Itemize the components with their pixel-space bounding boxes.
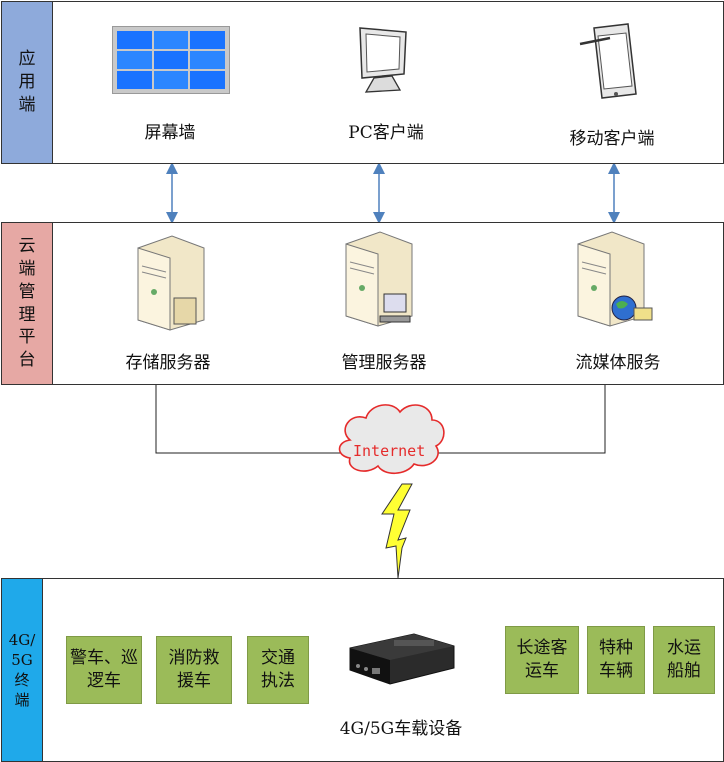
server-media: 流媒体服务 [575, 353, 661, 373]
vehicle-box-special-vehicles: 特种车辆 [587, 626, 645, 694]
storage-server-icon [137, 235, 205, 331]
server-management: 管理服务器 [341, 353, 427, 373]
vehicle-device-icon [349, 633, 455, 685]
vehicle-label-fire-rescue: 消防救援车 [168, 648, 220, 691]
app-item-pc-client: PC客户端 [348, 123, 424, 143]
internet-cloud-icon [338, 404, 445, 475]
screen-wall-icon [112, 26, 230, 94]
wireless-lightning-icon [381, 483, 413, 579]
pc-monitor-icon [359, 27, 407, 93]
vehicle-label-long-distance-bus: 长途客运车 [516, 638, 568, 681]
vehicle-label-police: 警车、巡逻车 [70, 648, 138, 691]
terminal-layer-label: 4G/5G终端 [8, 630, 36, 710]
app-item-screen-wall: 屏幕墙 [144, 123, 196, 143]
vehicle-label-traffic-enforcement: 交通执法 [260, 648, 295, 691]
cloud-layer-tag: 云端管理平台 [2, 223, 53, 384]
vehicle-label-special-vehicles: 特种车辆 [598, 638, 633, 681]
cloud-layer-label: 云端管理平台 [18, 235, 36, 371]
terminal-layer-tag: 4G/5G终端 [2, 579, 43, 761]
vehicle-box-traffic-enforcement: 交通执法 [247, 636, 309, 704]
app-item-mobile-client: 移动客户端 [569, 129, 655, 149]
vehicle-box-fire-rescue: 消防救援车 [156, 636, 232, 704]
vehicle-box-police: 警车、巡逻车 [66, 636, 142, 704]
app-layer-tag: 应用端 [2, 2, 53, 163]
management-server-icon [345, 231, 413, 327]
internet-label: Internet [353, 442, 426, 460]
vehicle-device-label: 4G/5G车载设备 [339, 719, 463, 739]
media-server-icon [577, 231, 653, 327]
app-layer-label: 应用端 [18, 49, 36, 115]
vehicle-box-water-vessels: 水运船舶 [653, 626, 715, 694]
vehicle-label-water-vessels: 水运船舶 [666, 638, 701, 681]
server-storage: 存储服务器 [125, 353, 211, 373]
mobile-tablet-icon [579, 23, 637, 99]
vehicle-box-long-distance-bus: 长途客运车 [505, 626, 579, 694]
network-line-left [155, 384, 346, 454]
network-line-right [432, 384, 606, 454]
